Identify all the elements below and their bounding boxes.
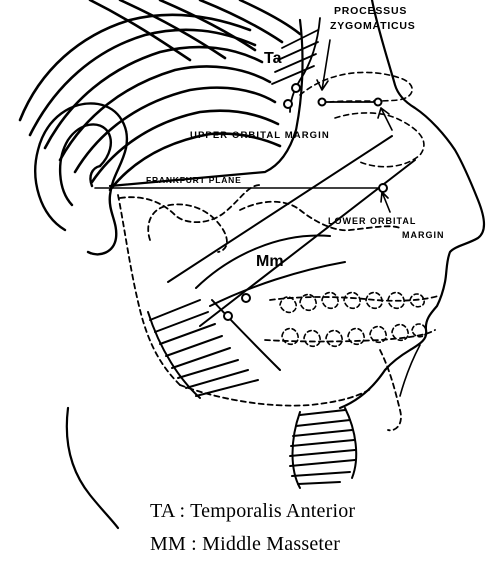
label-mm: Mm <box>256 253 284 270</box>
electrode-mm-upper <box>242 294 250 302</box>
label-processus: PROCESSUS <box>334 5 407 17</box>
label-lower-orbital-margin: MARGIN <box>402 230 445 240</box>
electrode-lower-orbital <box>379 184 387 192</box>
lower-orbital-arrow <box>381 192 390 212</box>
hair-strands <box>20 0 300 190</box>
chin-contour <box>400 345 420 396</box>
face-profile-outline <box>340 0 484 408</box>
processus-arrow <box>317 40 330 90</box>
upper-orbital-arrow <box>378 108 392 130</box>
electrode-ta-lower <box>284 100 292 108</box>
label-frankfurt-plane: FRANKFURT PLANE <box>146 175 242 185</box>
legend-temporalis: TA : Temporalis Anterior <box>150 500 355 523</box>
neck-muscles <box>290 408 356 488</box>
electrode-upper-orbital-right <box>375 99 382 106</box>
legend-masseter: MM : Middle Masseter <box>150 533 340 556</box>
electrode-mm-lower <box>224 312 232 320</box>
label-lower-orbital: LOWER ORBITAL <box>328 216 416 226</box>
electrode-ta-upper <box>292 84 300 92</box>
neck-back-curve <box>67 408 118 528</box>
label-zygomaticus: ZYGOMATICUS <box>330 20 416 32</box>
electrode-upper-orbital-left <box>319 99 326 106</box>
label-ta: Ta <box>264 50 282 67</box>
zygomatic-arch-dashed <box>335 113 424 167</box>
label-upper-orbital-margin: UPPER ORBITAL MARGIN <box>190 130 330 141</box>
